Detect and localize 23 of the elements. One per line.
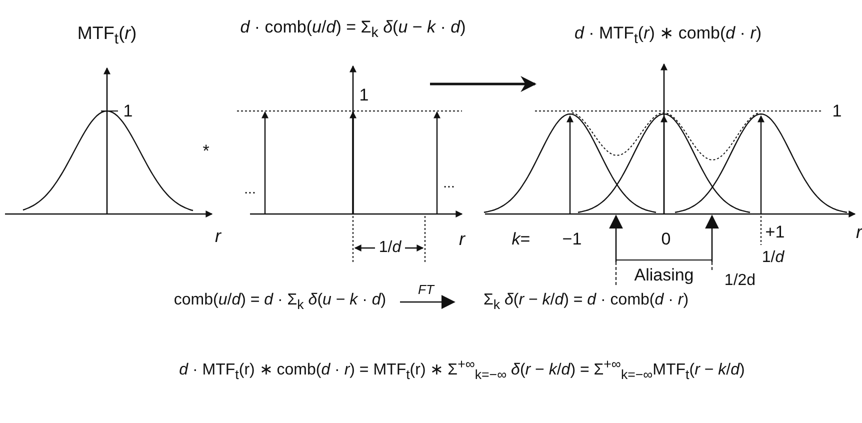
ellipsis: ...: [244, 181, 256, 197]
axis-label: k=: [512, 230, 530, 250]
formula-text: d · MTF$_{t}$(r) ∗ comb(d · r) = MTF$_{t}$(r) ∗ Σ$^{+∞}$$_{k=−∞}$ δ(r − k/d) = Σ$^{+∞}$$_{k=−∞}$MTF$_{t}$(r − k/d): [179, 357, 745, 383]
dimension-label: 1/2d: [724, 272, 756, 290]
dimension-label: 1/d: [378, 239, 402, 257]
axis-value: 1: [123, 102, 133, 122]
formula-text: Σ$_{k}$ δ(r − k/d) = d · comb(d · r): [483, 292, 689, 312]
axis-label: r: [459, 230, 465, 250]
formula-text: comb(u/d) = d · Σ$_{k}$ δ(u − k · d): [174, 292, 386, 312]
formula-text: FT: [418, 282, 434, 298]
formula-text: d · comb(u/d) = Σ$_{k}$ δ(u − k · d): [240, 18, 466, 42]
axis-value: 1: [359, 86, 369, 106]
formula-text: MTF$_{t}$(r): [77, 24, 137, 48]
ellipsis: ...: [443, 175, 455, 191]
axis-value: +1: [765, 224, 785, 242]
annotation-text: Aliasing: [634, 266, 694, 286]
axis-value: 1/d: [762, 249, 784, 267]
axis-label: r: [215, 227, 221, 247]
convolution-symbol: *: [202, 142, 210, 162]
axis-value: −1: [562, 230, 582, 250]
axis-value: 1: [832, 102, 842, 122]
formula-text: d · MTF$_{t}$(r) ∗ comb(d · r): [574, 24, 762, 48]
axis-value: 0: [661, 230, 671, 250]
